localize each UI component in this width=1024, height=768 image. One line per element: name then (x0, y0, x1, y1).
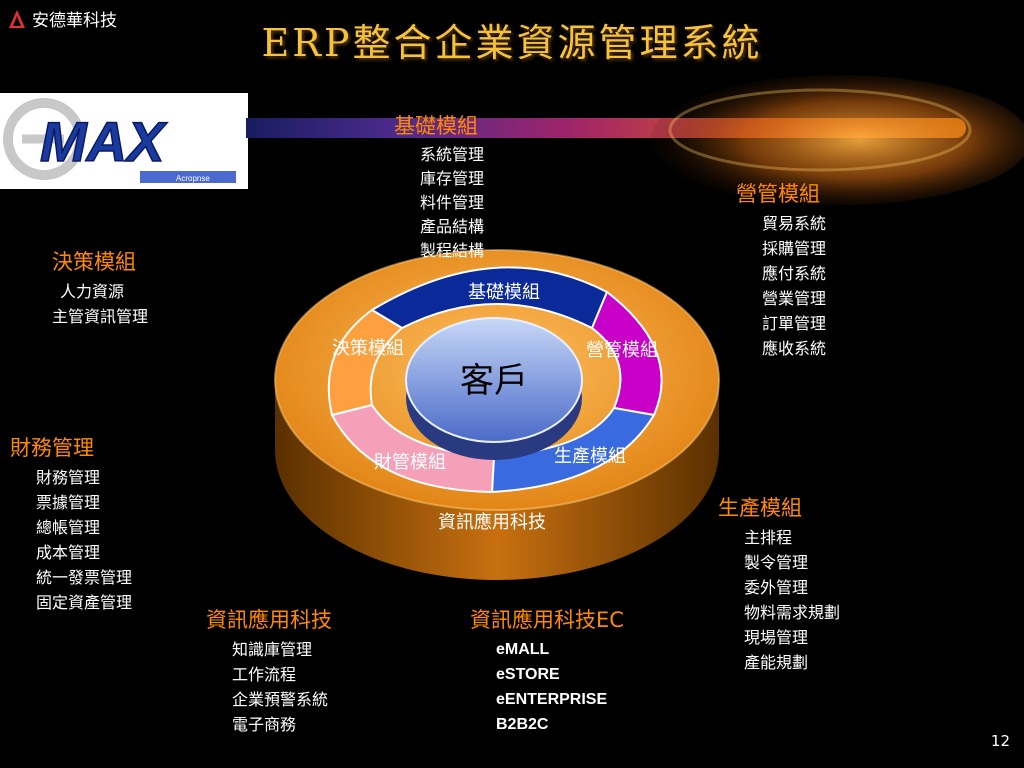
erp-cycle-diagram: 客戶 基礎模組 營管模組 生產模組 財管模組 決策模組 資訊應用科技 (274, 249, 720, 580)
module-sales: 營管模組 貿易系統 採購管理 應付系統 營業管理 訂單管理 應收系統 (736, 178, 826, 361)
list-item: 訂單管理 (762, 314, 827, 333)
list-item: 固定資產管理 (36, 593, 133, 612)
cycle-label-top: 基礎模組 (468, 282, 540, 303)
cycle-label-left: 決策模組 (332, 338, 404, 359)
module-production: 生產模組 主排程 製令管理 委外管理 物料需求規劃 現場管理 產能規劃 (718, 492, 840, 675)
module-sales-title: 營管模組 (736, 182, 820, 206)
max-logo-subtext: Acropnse (176, 174, 210, 183)
list-item: 統一發票管理 (36, 568, 133, 587)
customer-hub (405, 317, 583, 443)
list-item: eMALL (496, 641, 550, 658)
list-item: 製令管理 (744, 553, 809, 572)
decorative-glow (650, 75, 1024, 205)
list-item: B2B2C (496, 716, 549, 733)
list-item: 系統管理 (420, 145, 485, 164)
module-finance-title: 財務管理 (10, 436, 94, 460)
cycle-label-bottom-left: 財管模組 (374, 452, 446, 473)
max-logo-text: MAX (40, 110, 168, 173)
company-name: 安德華科技 (32, 11, 117, 31)
module-itec-title: 資訊應用科技EC (470, 608, 624, 632)
list-item: 總帳管理 (36, 518, 101, 537)
cycle-label-base: 資訊應用科技 (438, 511, 546, 533)
list-item: 成本管理 (36, 543, 101, 562)
list-item: 貿易系統 (762, 214, 827, 233)
list-item: 主排程 (744, 528, 793, 547)
list-item: 應收系統 (762, 339, 827, 358)
list-item: 財務管理 (36, 468, 101, 487)
max-logo-graphic: MAX Acropnse (3, 98, 236, 183)
list-item: 庫存管理 (420, 169, 485, 188)
list-item: 應付系統 (762, 264, 827, 283)
module-it-title: 資訊應用科技 (206, 608, 332, 632)
cycle-label-right: 營管模組 (586, 340, 658, 361)
slide-number: 12 (990, 732, 1010, 750)
company-logo-icon (9, 9, 25, 28)
list-item: 營業管理 (762, 289, 827, 308)
list-item: 委外管理 (744, 578, 809, 597)
list-item: 製程結構 (420, 241, 485, 260)
list-item: eENTERPRISE (496, 691, 608, 708)
list-item: 產能規劃 (744, 653, 809, 672)
module-it: 資訊應用科技 知識庫管理 工作流程 企業預警系統 電子商務 (206, 604, 332, 737)
list-item: 物料需求規劃 (744, 603, 841, 622)
module-finance: 財務管理 財務管理 票據管理 總帳管理 成本管理 統一發票管理 固定資產管理 (10, 432, 132, 615)
company-header: 安德華科技 (8, 6, 117, 31)
customer-label: 客戶 (460, 361, 528, 401)
list-item: 企業預警系統 (232, 690, 329, 709)
cycle-label-bottom-right: 生產模組 (554, 446, 626, 467)
arrow-left (327, 308, 404, 417)
list-item: 工作流程 (232, 665, 297, 684)
list-item: 料件管理 (420, 193, 485, 212)
max-logo: MAX Acropnse (0, 93, 248, 189)
module-itec: 資訊應用科技EC eMALL eSTORE eENTERPRISE B2B2C (470, 604, 624, 737)
list-item: eSTORE (496, 666, 560, 683)
module-decision-title: 決策模組 (52, 250, 136, 274)
module-production-title: 生產模組 (718, 496, 802, 520)
list-item: 採購管理 (762, 239, 827, 258)
module-basic-title: 基礎模組 (394, 114, 478, 138)
list-item: 人力資源 (60, 282, 125, 301)
list-item: 產品結構 (420, 217, 485, 236)
list-item: 電子商務 (232, 715, 297, 734)
list-item: 知識庫管理 (232, 640, 313, 659)
list-item: 現場管理 (744, 628, 809, 647)
list-item: 票據管理 (36, 493, 101, 512)
module-decision: 決策模組 人力資源 主管資訊管理 (52, 246, 148, 329)
list-item: 主管資訊管理 (52, 307, 149, 326)
page-title: ERP整合企業資源管理系統 (261, 21, 763, 65)
module-basic: 基礎模組 系統管理 庫存管理 料件管理 產品結構 製程結構 (394, 110, 484, 263)
